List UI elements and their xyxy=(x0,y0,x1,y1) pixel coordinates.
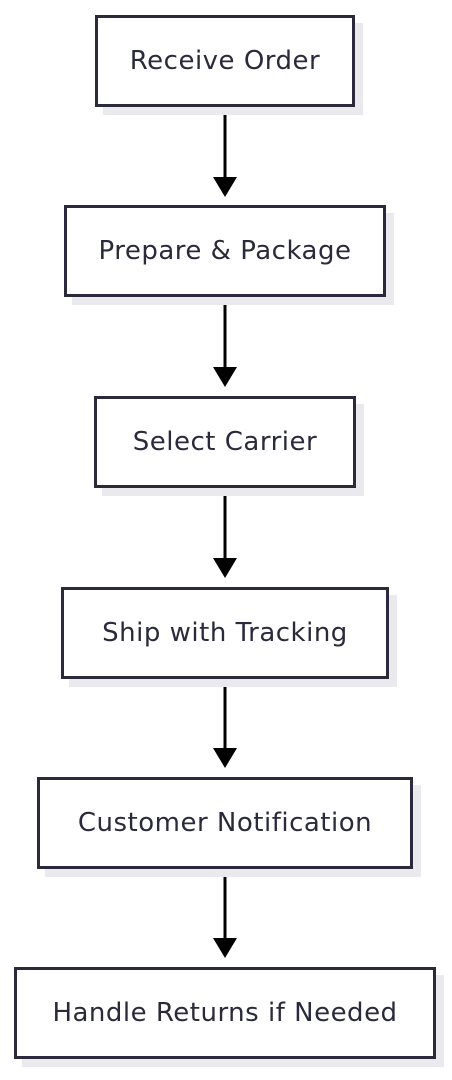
step-ship-with-tracking: Ship with Tracking xyxy=(61,587,389,679)
arrow-1 xyxy=(213,107,237,197)
arrow-3 xyxy=(213,488,237,578)
step-receive-order: Receive Order xyxy=(95,15,355,107)
arrow-5 xyxy=(213,869,237,958)
step-label: Receive Order xyxy=(129,46,321,76)
arrow-4 xyxy=(213,679,237,768)
step-label: Ship with Tracking xyxy=(102,618,348,648)
step-customer-notification: Customer Notification xyxy=(37,777,413,869)
step-label: Customer Notification xyxy=(77,808,373,838)
step-label: Handle Returns if Needed xyxy=(52,998,398,1028)
step-handle-returns: Handle Returns if Needed xyxy=(14,967,436,1059)
arrow-2 xyxy=(213,297,237,387)
step-label: Prepare & Package xyxy=(98,236,352,266)
step-label: Select Carrier xyxy=(132,427,318,457)
step-prepare-package: Prepare & Package xyxy=(64,205,386,297)
step-select-carrier: Select Carrier xyxy=(94,396,356,488)
